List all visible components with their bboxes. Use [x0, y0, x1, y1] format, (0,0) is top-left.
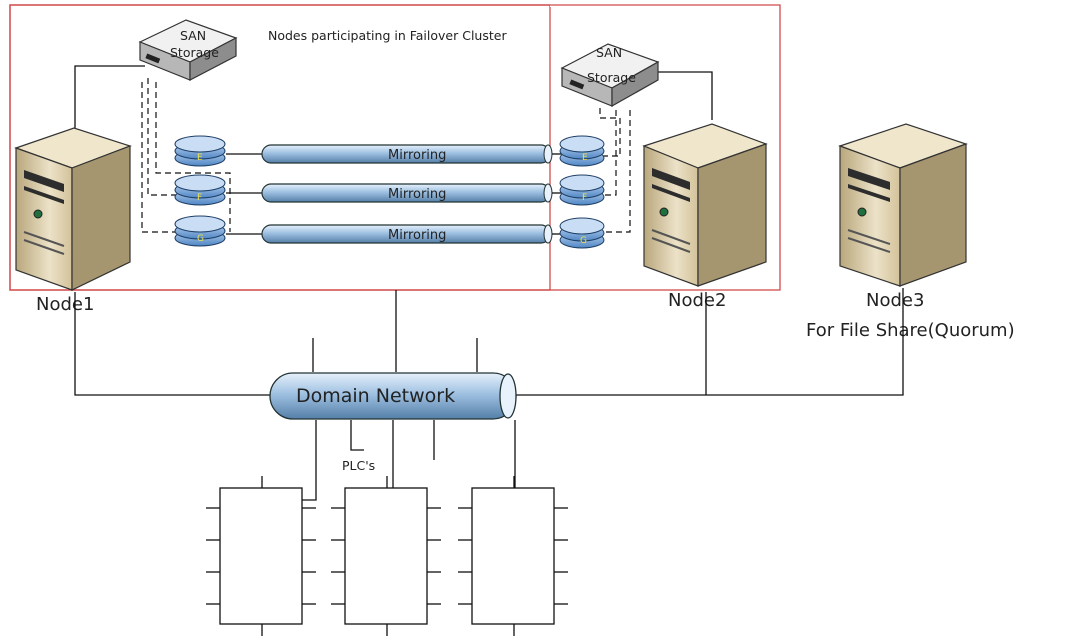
plc-chip-1	[206, 476, 316, 636]
node3-sublabel: For File Share(Quorum)	[806, 320, 1015, 341]
node2-server-icon	[642, 123, 768, 287]
mirror-label-e: Mirroring	[388, 148, 446, 163]
node3-server-icon	[838, 123, 968, 287]
san-storage-right: SAN Storage	[560, 43, 660, 108]
svg-text:E: E	[582, 153, 588, 163]
node2-label: Node2	[668, 290, 726, 311]
disk-f-left-icon: F	[174, 174, 226, 206]
mirror-label-f: Mirroring	[388, 187, 446, 202]
disk-g-right-icon: G	[559, 217, 605, 249]
mirror-label-g: Mirroring	[388, 228, 446, 243]
san-left-label-line1: SAN	[180, 28, 206, 43]
svg-text:G: G	[197, 234, 204, 244]
cluster-boundary-ext	[9, 4, 781, 291]
cluster-title: Nodes participating in Failover Cluster	[268, 28, 507, 43]
disk-e-left-icon: E	[174, 135, 226, 167]
disk-g-left-icon: G	[174, 215, 226, 247]
disk-e-right-icon: E	[559, 135, 605, 167]
mirror-link-g: Mirroring	[226, 224, 562, 244]
node3-label: Node3	[866, 290, 924, 311]
node1-server-icon	[14, 127, 132, 291]
mirror-link-e: Mirroring	[226, 144, 562, 164]
svg-text:G: G	[580, 236, 587, 246]
node1-label: Node1	[36, 294, 94, 315]
plc-chip-2	[331, 476, 441, 636]
svg-text:F: F	[582, 193, 587, 203]
san-right-label-line2: Storage	[587, 70, 636, 85]
mirror-link-f: Mirroring	[226, 183, 562, 203]
san-right-label-line1: SAN	[596, 45, 622, 60]
disk-f-right-icon: F	[559, 174, 605, 206]
san-left-label-line2: Storage	[170, 45, 219, 60]
domain-network-bus: Domain Network	[269, 372, 517, 420]
domain-network-label: Domain Network	[296, 385, 455, 407]
plc-label: PLC's	[342, 458, 375, 473]
san-storage-left: SAN Storage	[138, 19, 238, 81]
plc-chip-3	[458, 476, 568, 636]
svg-text:E: E	[197, 153, 203, 163]
svg-text:F: F	[197, 193, 202, 203]
